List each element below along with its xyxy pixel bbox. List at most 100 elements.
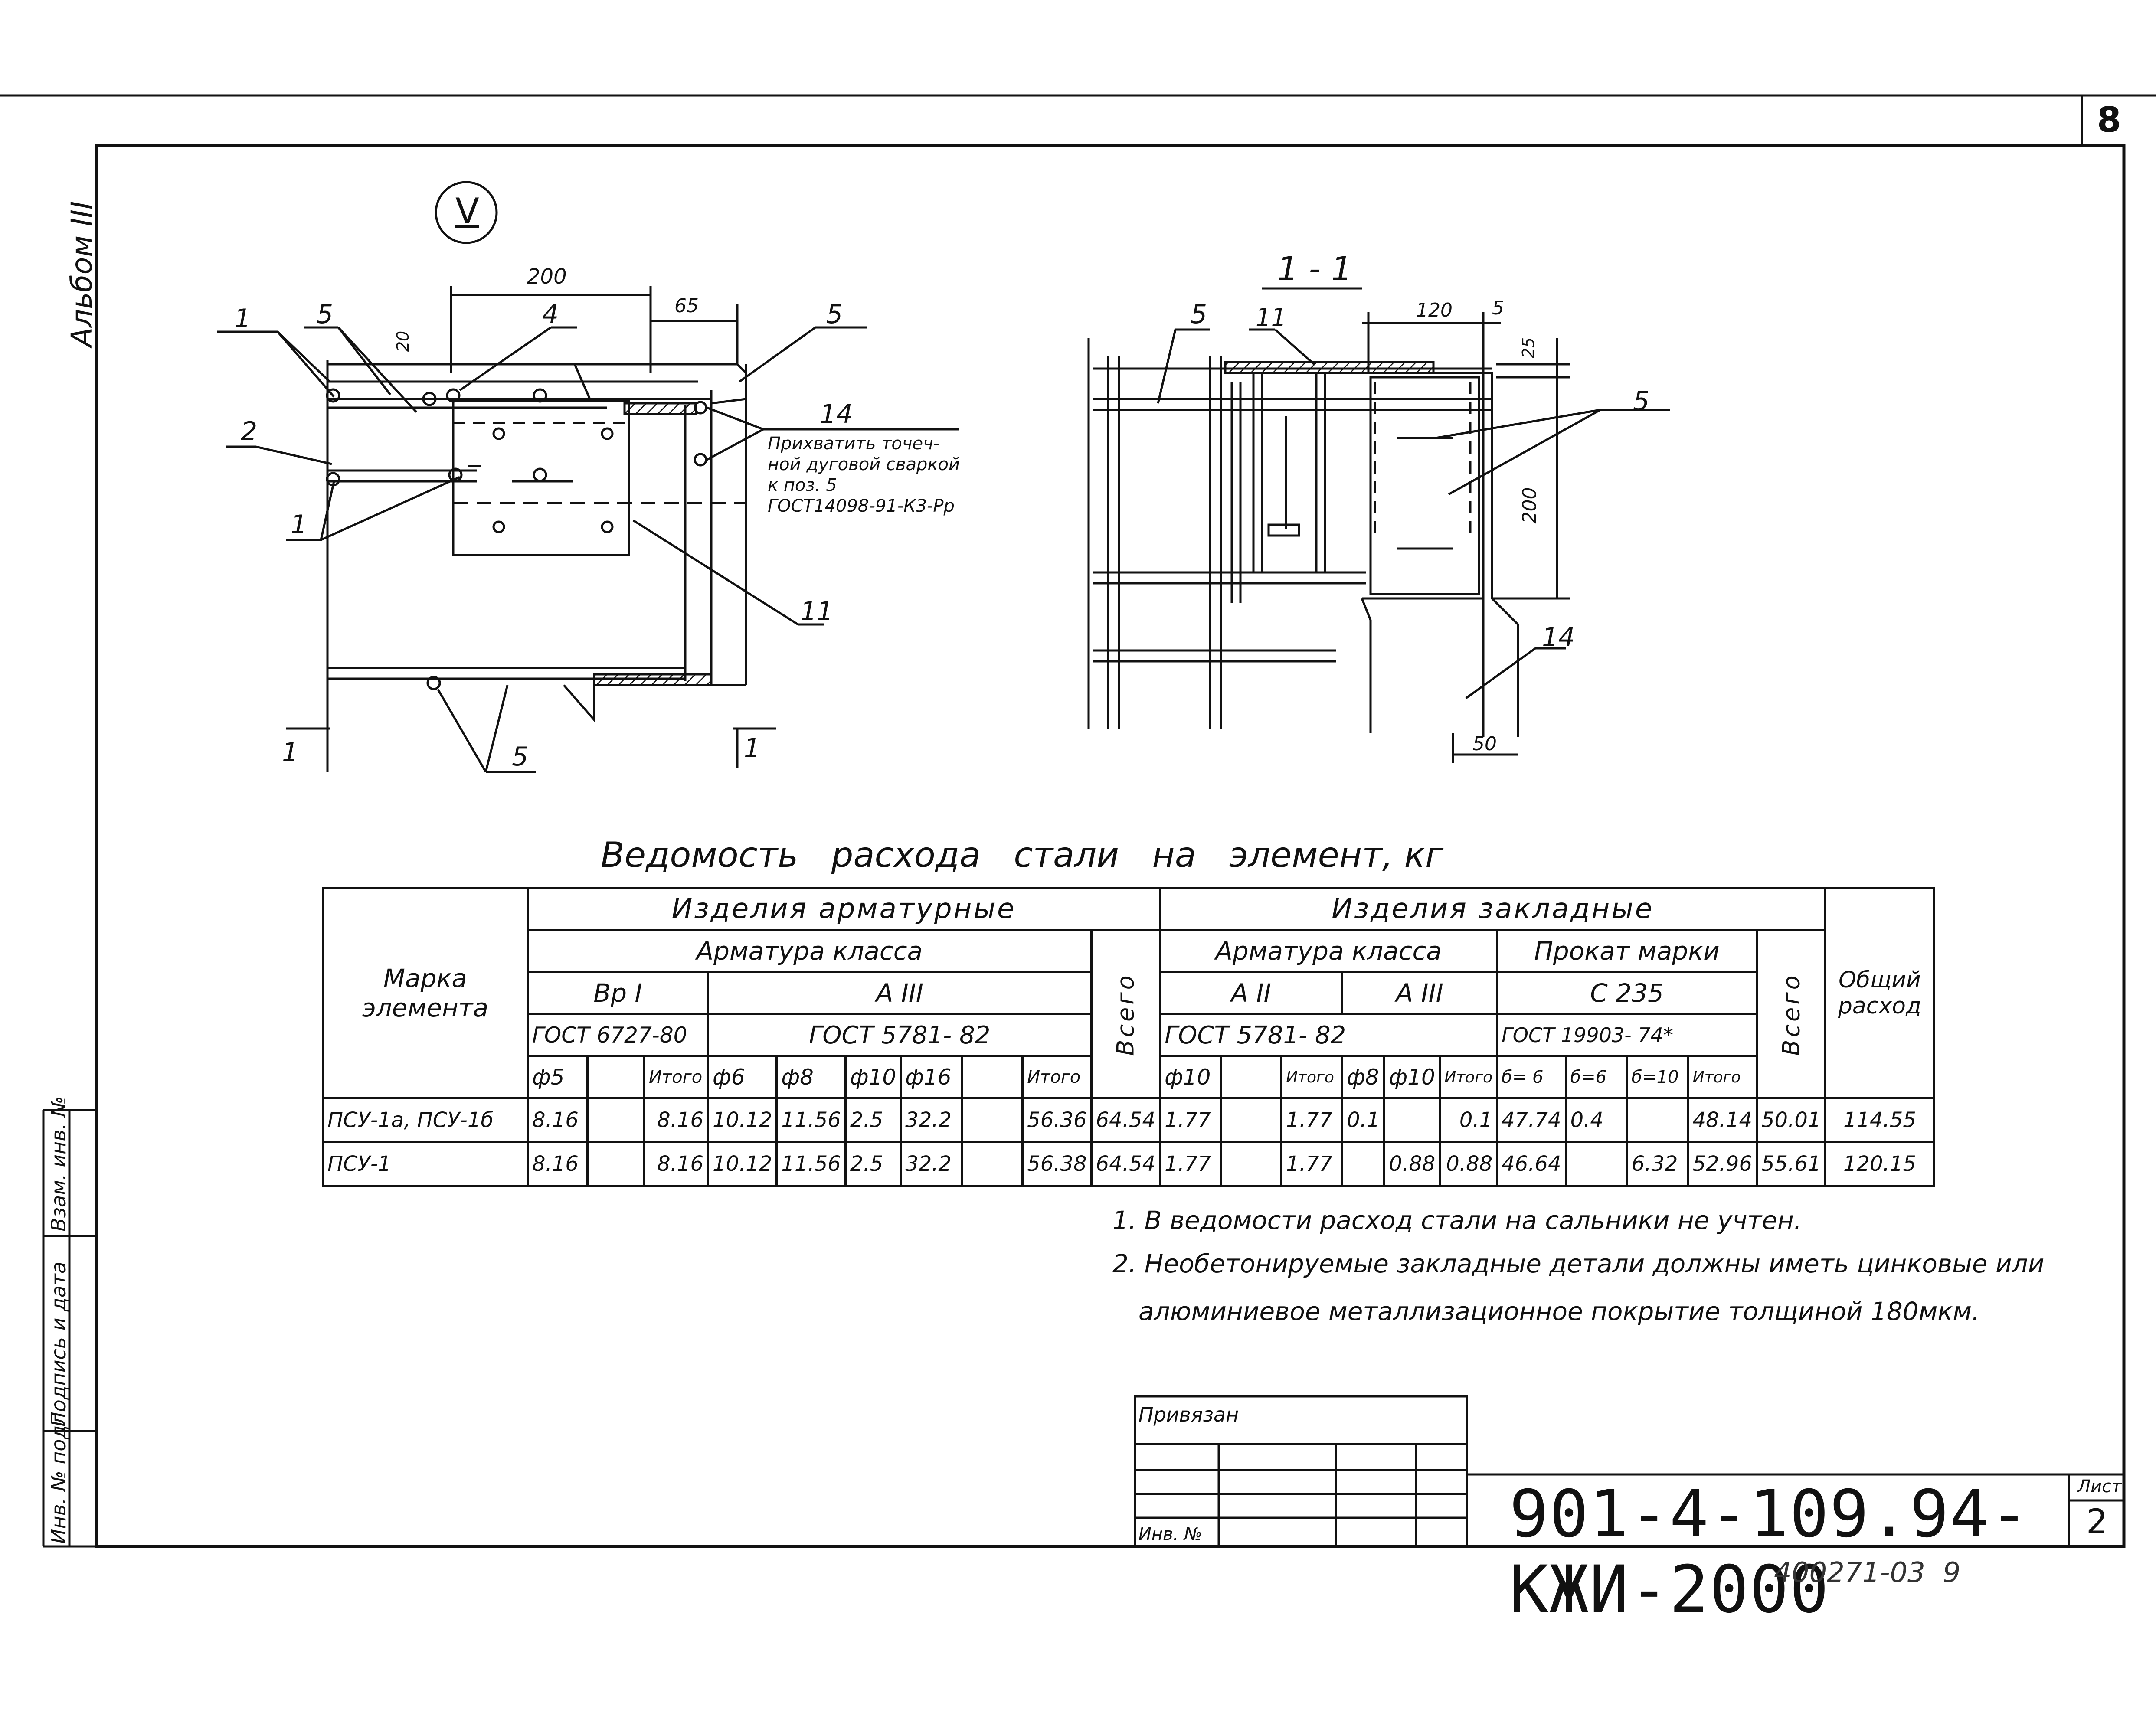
cell: 6.32 [1626, 1141, 1689, 1187]
section-view-drawing [1087, 287, 1670, 763]
header-a3b: А III [1341, 971, 1498, 1015]
header-arm-class-2: Арматура класса [1159, 929, 1498, 973]
stamp-privyazan: Привязан [1139, 1403, 1239, 1426]
section-dim-50: 50 [1472, 733, 1497, 755]
cell: 10.12 [707, 1097, 778, 1143]
header-gost5781b: ГОСТ 5781- 82 [1159, 1013, 1498, 1057]
row-mark: ПСУ-1а, ПСУ-1б [322, 1097, 529, 1143]
col-header: б=6 [1564, 1055, 1628, 1099]
left-pos-5-bottom: 5 [512, 742, 529, 772]
note-1: 1. В ведомости расход стали на сальники … [1112, 1206, 1802, 1235]
left-pos-14: 14 [820, 399, 853, 429]
sheet-label: Лист [2077, 1477, 2122, 1497]
header-c235: С 235 [1496, 971, 1758, 1015]
cell: 1.77 [1280, 1141, 1344, 1187]
weld-note-line-4: ГОСТ14098-91-К3-Рр [768, 496, 955, 516]
cell [586, 1141, 645, 1187]
stamp-inv-no: Инв. № [1139, 1524, 1202, 1544]
cell: 47.74 [1496, 1097, 1567, 1143]
cell: 120.15 [1824, 1141, 1935, 1187]
header-vsego: Всего [1090, 929, 1161, 1099]
cell: 56.38 [1021, 1141, 1093, 1187]
section-pos-5-right: 5 [1633, 386, 1650, 416]
cell: 64.54 [1090, 1141, 1161, 1187]
cell: 52.96 [1687, 1141, 1758, 1187]
cell: 1.77 [1159, 1097, 1222, 1143]
left-pos-1-low: 1 [291, 510, 308, 540]
section-dim-120: 120 [1416, 299, 1453, 321]
col-header: Итого [643, 1055, 709, 1099]
sheet-number: 2 [2086, 1503, 2108, 1542]
left-pos-1-top: 1 [234, 304, 251, 334]
cut-label-left: 1 [282, 737, 299, 768]
cell [1220, 1141, 1283, 1187]
cell: 8.16 [643, 1097, 709, 1143]
cell: 55.61 [1755, 1141, 1827, 1187]
cell: 2.5 [844, 1097, 902, 1143]
col-header: ф10 [1159, 1055, 1222, 1099]
cell: 64.54 [1090, 1097, 1161, 1143]
header-gost5781: ГОСТ 5781- 82 [707, 1013, 1093, 1057]
col-header: Итого [1439, 1055, 1498, 1099]
col-header: Итого [1687, 1055, 1758, 1099]
weld-note-line-2: ной дуговой сваркой [768, 454, 960, 474]
header-a3: А III [707, 971, 1093, 1015]
title-block-grid [1134, 1395, 2124, 1548]
section-title: 1 - 1 [1277, 249, 1352, 288]
cell [1220, 1097, 1283, 1143]
side-stamp-signature-date: Подпись и дата [47, 1261, 70, 1427]
section-pos-14: 14 [1542, 622, 1575, 653]
cell: 8.16 [527, 1141, 589, 1187]
header-vsego-2: Всего [1755, 929, 1827, 1099]
col-header: ф8 [1341, 1055, 1386, 1099]
col-header: ф10 [844, 1055, 902, 1099]
cell: 1.77 [1280, 1097, 1344, 1143]
table-title: Ведомость расхода стали на элемент, кг [601, 835, 1443, 875]
cell: 0.4 [1564, 1097, 1628, 1143]
cell: 32.2 [900, 1141, 963, 1187]
section-dim-200: 200 [1518, 487, 1541, 524]
note-3: алюминиевое металлизационное покрытие то… [1139, 1297, 1980, 1326]
cell [1564, 1141, 1628, 1187]
weld-note-line-3: к поз. 5 [768, 475, 837, 495]
note-2: 2. Необетонируемые закладные детали долж… [1112, 1249, 2045, 1278]
cell: 2.5 [844, 1141, 902, 1187]
cell [1383, 1097, 1441, 1143]
table-row: ПСУ-1а, ПСУ-1б 8.16 8.16 10.12 11.56 2.5… [322, 1097, 1935, 1143]
header-gost19903: ГОСТ 19903- 74* [1496, 1013, 1758, 1057]
section-pos-11: 11 [1256, 304, 1287, 332]
section-dim-25: 25 [1519, 337, 1538, 359]
table-row: ПСУ-1 8.16 8.16 10.12 11.56 2.5 32.2 56.… [322, 1141, 1935, 1187]
cell: 56.36 [1021, 1097, 1093, 1143]
cell: 1.77 [1159, 1141, 1222, 1187]
cell [1341, 1141, 1386, 1187]
cut-label-right: 1 [744, 733, 761, 763]
main-frame [95, 144, 2126, 1548]
header-arm-products: Изделия арматурные [526, 887, 1161, 931]
left-pos-4: 4 [542, 299, 559, 330]
view-marker-circle [435, 181, 498, 244]
cell: 46.64 [1496, 1141, 1567, 1187]
col-header: ф6 [707, 1055, 778, 1099]
cell [961, 1097, 1024, 1143]
cell: 0.88 [1383, 1141, 1441, 1187]
left-pos-2: 2 [241, 416, 258, 447]
col-header: б= 6 [1496, 1055, 1567, 1099]
cell: 114.55 [1824, 1097, 1935, 1143]
album-label: Альбом III [65, 201, 98, 347]
left-dim-65: 65 [674, 295, 699, 317]
cell: 10.12 [707, 1141, 778, 1187]
row-mark: ПСУ-1 [322, 1141, 529, 1187]
header-mark: Марка элемента [322, 887, 529, 1099]
view-marker: V [455, 191, 479, 231]
header-a2: А II [1159, 971, 1344, 1015]
cell: 0.1 [1439, 1097, 1498, 1143]
section-pos-5-left: 5 [1191, 299, 1207, 330]
steel-consumption-table: Марка элемента Изделия арматурные Издели… [322, 887, 1935, 1187]
cell: 0.1 [1341, 1097, 1386, 1143]
left-pos-5-top: 5 [317, 299, 334, 330]
left-dim-200: 200 [527, 265, 567, 289]
col-header: ф8 [775, 1055, 847, 1099]
cell: 32.2 [900, 1097, 963, 1143]
